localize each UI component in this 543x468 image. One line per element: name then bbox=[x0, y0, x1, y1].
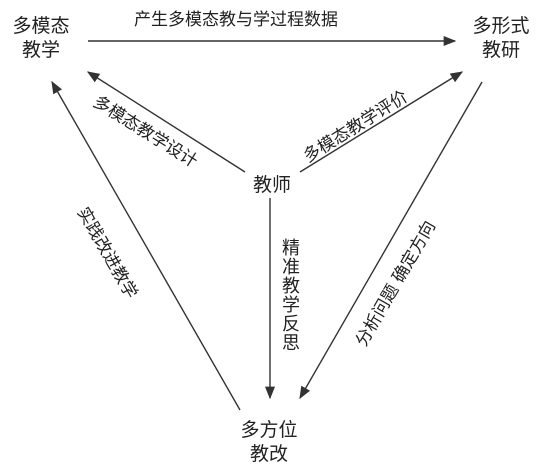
node-multimodal-teaching-line2: 教学 bbox=[21, 39, 60, 61]
node-multiform-research: 多形式 教研 bbox=[463, 14, 539, 62]
arrow-analyze bbox=[299, 81, 483, 400]
edge-label-reflection: 精准教学反思 bbox=[279, 238, 300, 352]
node-multimodal-teaching: 多模态 教学 bbox=[4, 14, 78, 62]
arrow-evaluation bbox=[299, 71, 464, 173]
node-multiform-research-line1: 多形式 bbox=[472, 15, 530, 37]
node-teacher: 教师 bbox=[238, 173, 306, 197]
node-multidirectional-reform-line2: 教改 bbox=[249, 443, 288, 465]
node-multiform-research-line2: 教研 bbox=[481, 39, 520, 61]
node-multidirectional-reform-line1: 多方位 bbox=[240, 419, 298, 441]
node-multimodal-teaching-line1: 多模态 bbox=[12, 15, 70, 37]
node-multidirectional-reform: 多方位 教改 bbox=[228, 418, 310, 466]
arrow-design bbox=[86, 71, 246, 173]
arrow-practice bbox=[51, 80, 241, 411]
edge-label-top: 产生多模态教与学过程数据 bbox=[134, 10, 338, 30]
